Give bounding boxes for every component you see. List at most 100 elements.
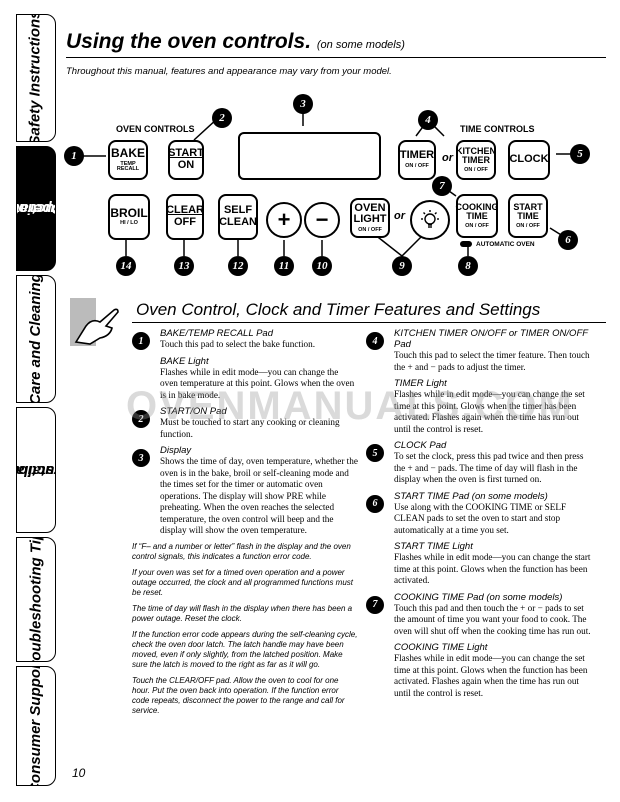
start-time-pad[interactable]: START TIME ON / OFF — [508, 194, 548, 238]
light-bulb-pad[interactable] — [410, 200, 450, 240]
tab-care-and-cleaning[interactable]: Care and Cleaning — [16, 275, 56, 403]
section-title: Oven Control, Clock and Timer Features a… — [136, 300, 541, 319]
off-label: OFF — [174, 216, 196, 228]
cooking-label: COOKING — [455, 201, 499, 212]
start-label: START — [168, 147, 204, 160]
page-header: Using the oven controls. (on some models… — [66, 30, 606, 58]
callout-6: 6 — [558, 230, 578, 250]
page-content: Using the oven controls. (on some models… — [64, 0, 606, 802]
callout-9: 9 — [392, 256, 412, 276]
page-subtitle: (on some models) — [316, 39, 405, 51]
temp-recall-label: TEMP RECALL — [116, 160, 140, 173]
watermark: OVENMANUALS.COM — [126, 384, 574, 428]
clean-label: CLEAN — [219, 216, 257, 228]
bake-label: BAKE — [110, 145, 145, 160]
feature-heading: COOKING TIME Pad (on some models) — [394, 591, 563, 603]
callout-2: 2 — [212, 108, 232, 128]
callout-5: 5 — [570, 144, 590, 164]
number-badge: 6 — [366, 494, 384, 513]
callout-1: 1 — [64, 146, 84, 166]
tab-label: Troubleshooting Tips — [27, 536, 44, 663]
number-badge: 7 — [366, 595, 384, 614]
callout-7: 7 — [432, 176, 452, 196]
tab-label-line2: Instructions — [17, 200, 55, 218]
feature-text: Use along with the COOKING TIME or SELF … — [394, 501, 567, 535]
tab-label: Consumer Support — [27, 666, 44, 786]
feature-text: Flashes while in edit mode—you can chang… — [160, 366, 355, 400]
timer-label: TIMER — [462, 155, 490, 166]
or-text: or — [442, 152, 453, 164]
tab-label-line2: Instructions — [17, 461, 55, 479]
time-label: TIME — [517, 211, 539, 222]
on-off-label: ON / OFF — [464, 166, 488, 173]
on-off-label: ON / OFF — [516, 222, 540, 229]
callout-12: 12 — [228, 256, 248, 276]
tab-troubleshooting-tips[interactable]: Troubleshooting Tips — [16, 536, 56, 663]
self-clean-pad[interactable]: SELF CLEAN — [218, 194, 258, 240]
feature-text: Shows the time of day, oven temperature,… — [160, 456, 358, 535]
on-label: ON — [177, 159, 195, 171]
side-tabs: Safety Instructions OperatingInstruction… — [16, 14, 56, 790]
number-badge: 3 — [132, 449, 150, 467]
tab-label: Safety Instructions — [27, 14, 44, 142]
number-badge: 1 — [132, 332, 150, 350]
bake-pad[interactable]: BAKE TEMP RECALL — [108, 140, 148, 180]
light-bulb-icon — [421, 210, 439, 228]
start-on-pad[interactable]: START ON — [168, 140, 204, 180]
note-text: If the function error code appears durin… — [132, 629, 358, 669]
automatic-oven-indicator — [460, 241, 472, 247]
clock-label: CLOCK — [509, 153, 549, 166]
note-text: Touch the CLEAR/OFF pad. Allow the oven … — [132, 675, 345, 715]
tab-installation-instructions[interactable]: InstallationInstructions — [16, 406, 56, 533]
number-badge: 4 — [366, 332, 384, 350]
time-controls-label: TIME CONTROLS — [460, 124, 535, 134]
oven-controls-label: OVEN CONTROLS — [116, 124, 195, 134]
feature-heading: START/ON Pad — [160, 406, 227, 417]
oven-light-pad[interactable]: OVEN LIGHT ON / OFF — [350, 198, 390, 238]
feature-item: 3 Display Shows the time of day, oven te… — [132, 445, 358, 537]
feature-text: Flashes while in edit mode—you can chang… — [394, 389, 585, 434]
feature-text: Touch this pad to select the bake functi… — [160, 339, 315, 349]
feature-item: 7 COOKING TIME Pad (on some models) Touc… — [366, 592, 596, 700]
note-text: If your oven was set for a timed oven op… — [132, 567, 354, 597]
feature-heading: START TIME Light — [394, 541, 473, 552]
minus-pad[interactable]: − — [304, 202, 340, 238]
callout-14: 14 — [116, 256, 136, 276]
callout-3: 3 — [293, 94, 313, 114]
tab-safety-instructions[interactable]: Safety Instructions — [16, 14, 56, 142]
hi-lo-label: HI / LO — [120, 220, 138, 227]
on-off-label: ON / OFF — [465, 222, 489, 229]
section-divider — [132, 322, 606, 323]
tab-label: Care and Cleaning — [27, 275, 45, 403]
clock-pad[interactable]: CLOCK — [508, 140, 550, 180]
page-number: 10 — [72, 766, 86, 780]
timer-pad[interactable]: TIMER ON / OFF — [398, 140, 436, 180]
callout-8: 8 — [458, 256, 478, 276]
plus-pad[interactable]: + — [266, 202, 302, 238]
callout-lines — [80, 108, 578, 257]
cooking-time-pad[interactable]: COOKING TIME ON / OFF — [455, 194, 499, 238]
feature-heading: CLOCK Pad — [394, 440, 447, 451]
callout-10: 10 — [312, 256, 332, 276]
page-title: Using the oven controls. (on some models… — [66, 30, 405, 53]
tab-consumer-support[interactable]: Consumer Support — [16, 666, 56, 786]
self-label: SELF — [223, 204, 253, 217]
automatic-oven-label: AUTOMATIC OVEN — [476, 241, 535, 248]
or-text: or — [394, 210, 405, 222]
kitchen-timer-pad[interactable]: KITCHEN TIMER ON / OFF — [456, 140, 496, 180]
broil-pad[interactable]: BROIL HI / LO — [108, 194, 150, 240]
callout-13: 13 — [174, 256, 194, 276]
control-panel-diagram: OVEN CONTROLS TIME CONTROLS BAKE TEMP RE… — [64, 90, 606, 280]
feature-item: 4 KITCHEN TIMER ON/OFF or TIMER ON/OFF P… — [366, 328, 596, 435]
broil-label: BROIL — [110, 205, 148, 220]
light-label: LIGHT — [353, 213, 387, 226]
note-text: The time of day will flash in the displa… — [132, 603, 353, 623]
clear-off-pad[interactable]: CLEAR OFF — [166, 194, 204, 240]
clear-label: CLEAR — [166, 204, 204, 217]
feature-item: 2 START/ON Pad Must be touched to start … — [132, 406, 358, 440]
feature-heading: START TIME Pad (on some models) — [394, 490, 548, 502]
feature-text: To set the clock, press this pad twice a… — [394, 451, 584, 484]
oven-display — [238, 132, 381, 180]
tab-operating-instructions[interactable]: OperatingInstructions — [16, 145, 56, 272]
feature-text: Touch this pad to select the timer featu… — [394, 350, 590, 372]
